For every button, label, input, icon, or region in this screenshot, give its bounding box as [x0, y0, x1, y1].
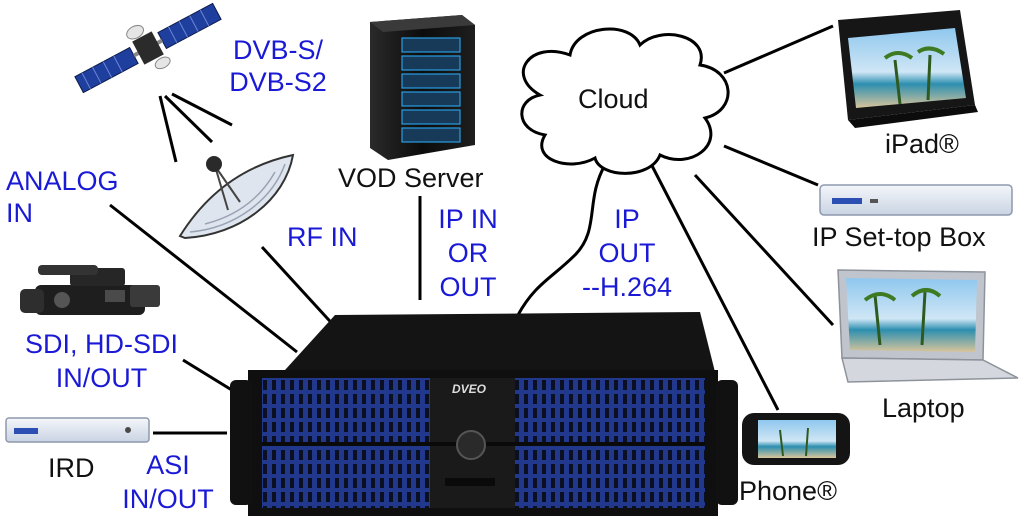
label-analog-in: ANALOG IN: [6, 166, 119, 228]
link-ipad: [723, 24, 834, 75]
camcorder-icon: [20, 265, 160, 315]
ipad-icon: [838, 10, 978, 128]
ird-box-icon: [5, 417, 150, 443]
link-cloud-ip-out: [516, 164, 607, 316]
label-iphone: iPhone®: [733, 476, 837, 506]
link-iphone: [646, 157, 780, 411]
laptop-icon: [837, 269, 1019, 383]
encoder-chassis-icon: [230, 312, 738, 516]
label-ip-settop-box: IP Set-top Box: [812, 222, 986, 252]
label-laptop: Laptop: [882, 393, 965, 423]
label-ipad: iPad®: [885, 129, 959, 159]
vod-server-icon: [370, 15, 475, 160]
label-vod-server: VOD Server: [338, 163, 484, 193]
dveo-logo: DVEO: [452, 382, 487, 396]
satellite-icon: [74, 2, 222, 94]
link-rf: [260, 245, 340, 332]
link-dish-satellite-2: [163, 94, 214, 144]
link-settop: [723, 144, 819, 187]
link-sdi: [182, 358, 236, 394]
label-ip-out: IP OUT --H.264: [581, 204, 673, 302]
settop-box-icon: [819, 184, 1013, 216]
satellite-dish-icon: [178, 153, 295, 240]
label-asi-in-out: ASI IN/OUT: [122, 450, 214, 514]
label-rf-in: RF IN: [287, 222, 358, 252]
label-dvb: DVB-S/ DVB-S2: [229, 35, 327, 97]
link-analog: [109, 203, 298, 354]
iphone-icon: [742, 413, 850, 465]
connection-lines: [109, 24, 835, 435]
link-laptop: [693, 173, 835, 327]
label-ip-in-or-out: IP IN OR OUT: [438, 204, 498, 302]
cloud-icon: [520, 27, 730, 175]
label-ird: IRD: [48, 453, 95, 483]
label-sdi-hd-sdi: SDI, HD-SDI IN/OUT: [24, 329, 178, 393]
label-cloud: Cloud: [578, 84, 649, 114]
link-dish-satellite-3: [171, 92, 233, 127]
link-dish-satellite-1: [158, 95, 178, 163]
